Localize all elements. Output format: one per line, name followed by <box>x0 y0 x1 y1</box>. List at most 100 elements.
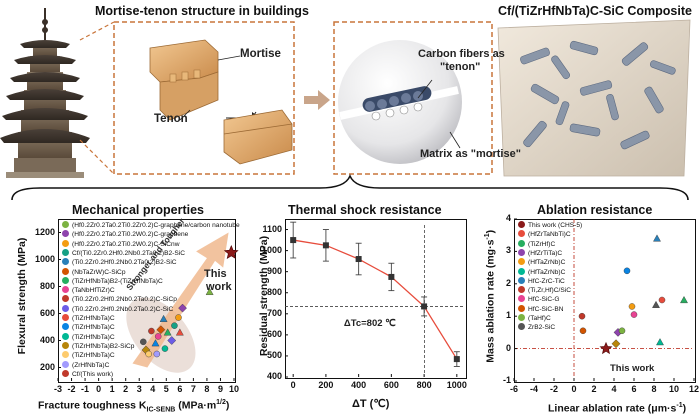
ablation-legend-item: (HfZrTiTa)C <box>518 248 563 258</box>
ablation-legend-label: HfC-SiC-BN <box>528 305 564 313</box>
ablation-legend-label: (HfZrTaNbTi)C <box>528 231 571 239</box>
thermal-ytick-label: 400 <box>266 371 282 381</box>
mech-legend-label: Cf/(Ti0.2Zr0.2Hf0.2Nb0.2Ta0.2)B2-SiC <box>72 249 185 257</box>
mech-xlabel: Fracture toughness KIC-SENB (MPa·m1/2) <box>38 399 229 414</box>
thermal-ytick-label: 1100 <box>262 223 282 234</box>
ablation-legend-label: ZrB2-SiC <box>528 324 556 332</box>
mech-data-point <box>175 328 184 336</box>
ablation-ytick-label: 2 <box>505 277 511 288</box>
ablation-legend-item: (HfZrTaNbTi)C <box>518 230 571 239</box>
mech-legend-marker <box>62 314 69 321</box>
ablation-data-point <box>578 312 586 320</box>
mech-xtick-label: -2 <box>67 384 76 394</box>
mech-legend-item: (TiZrHfNbTa)C <box>62 323 115 332</box>
ablation-xtick-label: 12 <box>688 384 700 394</box>
ablation-legend-marker <box>518 248 525 256</box>
mech-legend-item: (Hf0.2Zr0.2Ta0.2Ti0.2W0.2)C-graphene <box>62 230 188 239</box>
mech-legend-marker <box>62 369 69 377</box>
mech-legend-marker <box>62 360 69 368</box>
mech-legend-item: (TiZrHfNbTa)B2-(TiZrHfNbTa)C <box>62 276 163 286</box>
ablation-legend-label: (TaHf)C <box>528 315 551 322</box>
mech-data-point <box>167 336 177 345</box>
ablation-legend-marker <box>518 323 525 331</box>
ablation-data-point <box>579 327 587 335</box>
mech-legend-marker <box>62 341 69 349</box>
mech-legend-item: (NbTaZrW)C-SiCp <box>62 267 125 277</box>
ablation-plot-area <box>514 219 696 383</box>
ablation-legend-marker <box>518 314 525 321</box>
thermal-data-point <box>421 303 428 310</box>
ablation-legend-item: HfC-SiC-BN <box>518 304 564 314</box>
mech-xlabel-unit: (MPa·m <box>175 399 217 412</box>
ablation-ylabel-end: ) <box>484 229 497 234</box>
ablation-legend-label: (HfZrTiTa)C <box>528 249 563 257</box>
matrix-label: Matrix as "mortise" <box>420 148 521 160</box>
mech-xlabel-sub: IC-SENB <box>146 406 176 414</box>
mech-legend-label: (Hf0.2Zr0.2Ta0.2Ti0.2W0.2)C-SiCnw <box>72 240 180 248</box>
ablation-data-point <box>628 303 636 310</box>
mech-legend-label: (TiZrHfNbTa)C <box>72 352 115 360</box>
mech-data-point <box>171 322 178 329</box>
mech-legend-marker <box>62 351 69 359</box>
ablation-legend-label: HfC-ZrC-TiC <box>528 277 565 285</box>
thermal-ytick-label: 800 <box>266 286 282 297</box>
ablation-data-point <box>618 327 626 335</box>
ablation-data-point <box>658 296 666 304</box>
mech-legend-marker <box>62 267 69 275</box>
ablation-legend-label: (TiZrHf)C <box>528 240 556 248</box>
mech-legend-item: (Ti0.2Zr0.2Hf0.2Nb0.2Ta0.2)B2-SiC <box>62 258 177 267</box>
ablation-legend-item: This work (CHS-5) <box>518 221 582 230</box>
mech-data-point <box>175 314 182 321</box>
ablation-xtick-label: 4 <box>611 384 617 394</box>
thermal-ytick-label: 500 <box>266 349 282 360</box>
ablation-legend-marker <box>518 286 525 294</box>
ablation-this-work: This work <box>610 363 655 374</box>
mech-legend-marker <box>62 221 69 228</box>
mech-legend-item: Cf/(Ti0.2Zr0.2Hf0.2Nb0.2Ta0.2)B2-SiC <box>62 248 185 258</box>
mech-this-work-2: work <box>206 281 232 293</box>
ablation-legend-label: HfC-SiC-G <box>528 296 560 304</box>
mech-xtick-label: 8 <box>204 384 210 394</box>
mech-ytick-label: 200 <box>39 361 55 372</box>
mech-legend-label: (Hf0.2Zr0.2Ta0.2Ti0.2Zr0.2)C-graphene/ca… <box>72 222 240 229</box>
mech-this-work-1: This <box>204 268 227 280</box>
mech-data-point <box>161 345 169 352</box>
mech-legend-marker <box>62 286 69 294</box>
ablation-legend-item: (HfTaZrNb)C <box>518 258 565 267</box>
mortise-label: Mortise <box>240 48 281 60</box>
ablation-data-point <box>653 234 661 242</box>
mech-legend-marker <box>62 230 69 238</box>
ablation-legend-item: (Ti,Zr,Hf)C/SiC <box>518 286 571 295</box>
ablation-legend-marker <box>518 304 525 312</box>
mech-xtick-label: 1 <box>109 384 115 394</box>
ablation-xtick-label: -6 <box>509 384 519 394</box>
thermal-data-point <box>453 356 460 363</box>
ablation-data-point <box>630 311 638 318</box>
ablation-xlabel-end: ) <box>682 402 687 415</box>
thermal-xtick-label: 200 <box>318 380 334 390</box>
ablation-xtick-label: -2 <box>549 384 559 394</box>
ablation-legend-marker <box>518 239 525 247</box>
ablation-xlabel-sup: -1 <box>676 402 683 409</box>
ablation-legend-item: (HfTaZrNb)C <box>518 267 565 277</box>
thermal-xtick-label: 600 <box>383 380 399 390</box>
thermal-xtick-label: 0 <box>290 380 296 390</box>
thermal-data-point <box>322 242 329 249</box>
mech-xtick-label: 10 <box>228 384 240 394</box>
ablation-data-point <box>611 339 621 349</box>
mech-xtick-label: 9 <box>217 384 223 394</box>
mech-ytick-label: 400 <box>39 334 55 345</box>
thermal-plot-area <box>285 219 467 379</box>
mech-xtick-label: 7 <box>190 384 196 394</box>
ablation-legend-marker <box>518 295 525 303</box>
ablation-ytick-label: 1 <box>505 310 511 321</box>
ablation-legend-label: (HfTaZrNb)C <box>528 259 566 267</box>
thermal-xlabel: ΔT (℃) <box>352 398 390 410</box>
mech-legend-marker <box>62 239 69 247</box>
ablation-xtick-label: 10 <box>668 384 680 394</box>
mech-xtick-label: -1 <box>81 384 90 394</box>
ablation-data-point <box>680 295 688 304</box>
mech-legend-label: (TaNbHfTiZr)C <box>72 287 115 295</box>
ablation-data-point <box>623 267 631 275</box>
